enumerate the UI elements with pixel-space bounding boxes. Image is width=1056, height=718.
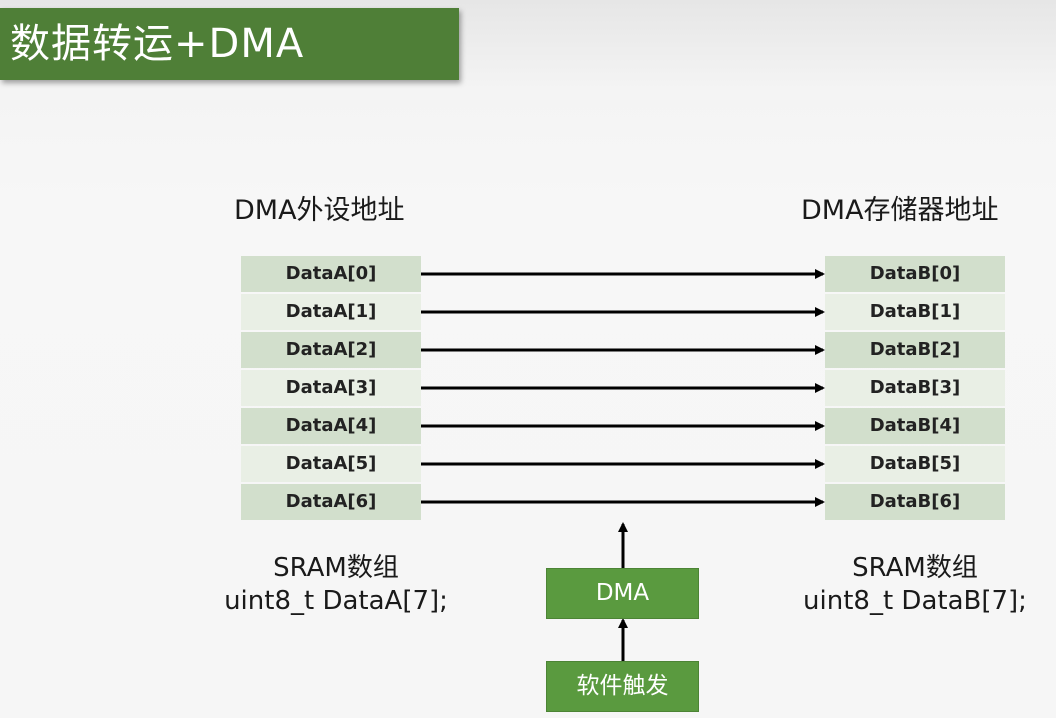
slide-title: 数据转运+DMA — [0, 8, 459, 80]
peripheral-address-heading: DMA外设地址 — [234, 195, 405, 226]
source-cell: DataA[1] — [241, 294, 421, 330]
destination-cell: DataB[2] — [825, 332, 1005, 368]
source-cell: DataA[4] — [241, 408, 421, 444]
destination-cell: DataB[1] — [825, 294, 1005, 330]
destination-cell: DataB[3] — [825, 370, 1005, 406]
destination-caption-type: SRAM数组 — [852, 553, 978, 583]
source-cell: DataA[6] — [241, 484, 421, 520]
source-caption: SRAM数组 uint8_t DataA[7]; — [205, 552, 467, 618]
destination-cell: DataB[4] — [825, 408, 1005, 444]
source-array: DataA[0] DataA[1] DataA[2] DataA[3] Data… — [241, 256, 421, 520]
destination-cell: DataB[5] — [825, 446, 1005, 482]
software-trigger-box: 软件触发 — [546, 661, 699, 712]
source-caption-decl: uint8_t DataA[7]; — [224, 586, 448, 616]
source-cell: DataA[5] — [241, 446, 421, 482]
dma-box: DMA — [546, 568, 699, 619]
destination-array: DataB[0] DataB[1] DataB[2] DataB[3] Data… — [825, 256, 1005, 520]
destination-caption-decl: uint8_t DataB[7]; — [803, 586, 1027, 616]
destination-caption: SRAM数组 uint8_t DataB[7]; — [790, 552, 1040, 618]
source-caption-type: SRAM数组 — [273, 553, 399, 583]
source-cell: DataA[3] — [241, 370, 421, 406]
memory-address-heading: DMA存储器地址 — [801, 195, 999, 226]
destination-cell: DataB[0] — [825, 256, 1005, 292]
destination-cell: DataB[6] — [825, 484, 1005, 520]
source-cell: DataA[0] — [241, 256, 421, 292]
source-cell: DataA[2] — [241, 332, 421, 368]
